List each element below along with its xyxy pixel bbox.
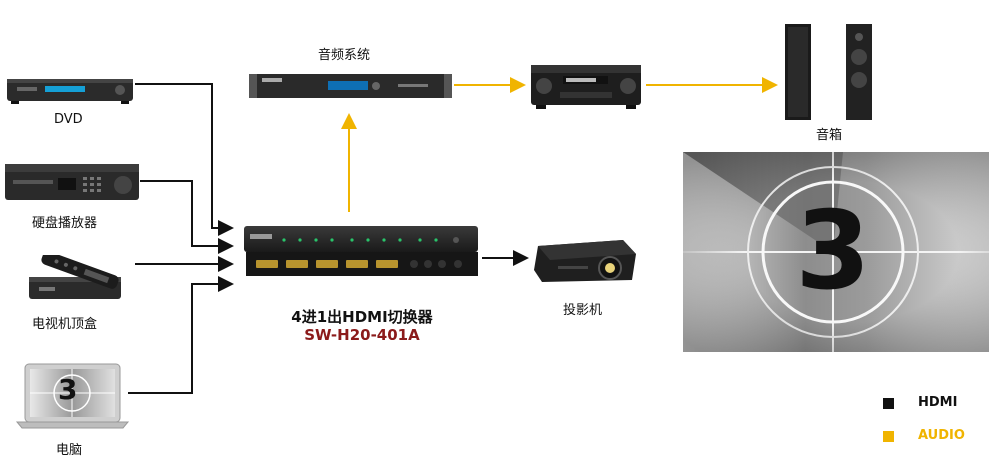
projector-label: 投影机 <box>563 303 603 318</box>
set-top-box-label: 电视机顶盒 <box>32 317 98 332</box>
countdown-film-leader <box>683 152 989 352</box>
hdd-player-device <box>5 164 139 200</box>
legend-hdmi-label: HDMI <box>918 395 958 410</box>
projection-screen: 3 <box>683 152 989 352</box>
hdmi-wire-dvd <box>135 83 234 236</box>
countdown-number: 3 <box>795 189 871 314</box>
legend-hdmi-swatch <box>883 398 894 409</box>
audio-system-device <box>249 74 452 98</box>
hdd-player-label: 硬盘播放器 <box>32 216 98 231</box>
switcher-title: 4进1出HDMI切换器 <box>291 308 433 326</box>
dvd-player-device <box>7 79 133 104</box>
speakers-device <box>785 24 872 120</box>
projector-device <box>534 240 636 282</box>
switcher-model: SW-H20-401A <box>304 326 420 344</box>
legend-audio-swatch <box>883 431 894 442</box>
computer-device <box>15 363 130 429</box>
audio-system-label: 音频系统 <box>318 48 371 63</box>
hdmi-switcher-device <box>244 226 478 276</box>
speakers-label: 音箱 <box>816 128 843 143</box>
legend-audio-label: AUDIO <box>918 428 965 443</box>
dvd-label: DVD <box>54 112 83 127</box>
laptop-screen-number: 3 <box>58 373 78 406</box>
amplifier-device <box>531 65 641 109</box>
computer-label: 电脑 <box>56 443 83 458</box>
hdmi-wire-pc <box>128 276 234 394</box>
hdmi-wire-hdd <box>140 180 234 254</box>
set-top-box-device <box>29 255 121 299</box>
